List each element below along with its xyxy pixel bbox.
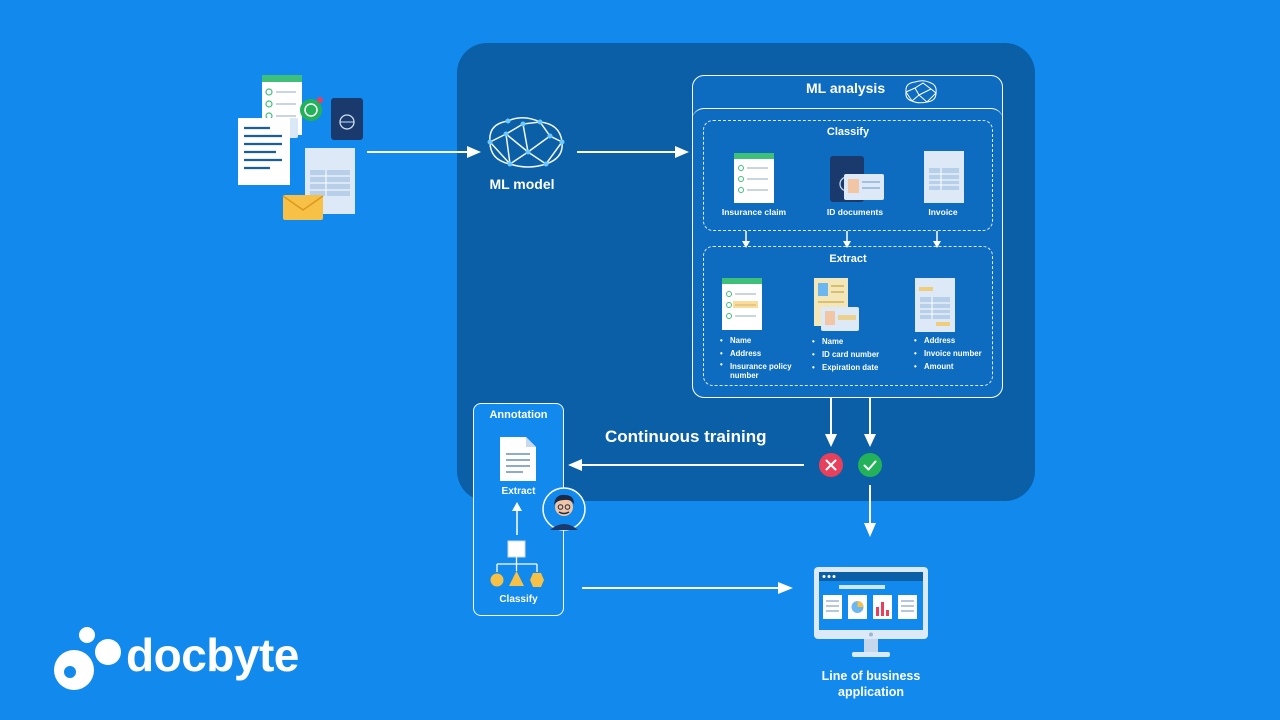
extract-section <box>703 246 993 386</box>
id-documents-icon <box>830 156 884 202</box>
invoice-doc-icon <box>924 151 964 203</box>
arrow-classify-extract-3 <box>933 231 941 248</box>
lob-label-line2: application <box>838 685 904 699</box>
annotation-title: Annotation <box>489 409 548 421</box>
input-documents-icon <box>238 75 363 220</box>
extract-list-insurance: Name Address Insurance policy number <box>720 334 792 380</box>
classify-title: Classify <box>826 126 870 138</box>
lob-label: Line of business application <box>800 668 942 700</box>
ml-analysis-body <box>692 108 1003 398</box>
classify-item-insurance: Insurance claim <box>721 207 787 217</box>
extract-list-id: Name ID card number Expiration date <box>812 335 892 374</box>
extract-field: Insurance policy number <box>720 360 792 380</box>
extract-invoice-doc-icon <box>915 278 955 332</box>
arrow-to-lob <box>864 485 876 537</box>
arrow-classify-extract-2 <box>843 231 851 248</box>
extract-field: Name <box>812 335 892 348</box>
extract-field: Name <box>720 334 792 347</box>
annotator-avatar-icon <box>542 487 586 531</box>
brain-network-icon <box>487 117 565 168</box>
arrow-to-ml-model <box>367 146 481 158</box>
arrow-classify-to-extract <box>512 502 522 535</box>
docbyte-logo-icon <box>54 627 121 690</box>
extract-field: Amount <box>914 360 990 373</box>
classify-section <box>703 120 993 231</box>
extract-id-doc-icon <box>814 278 859 331</box>
arrow-to-ml-analysis <box>577 146 689 158</box>
extract-field: Address <box>720 347 792 360</box>
extract-title: Extract <box>829 253 867 265</box>
extract-field: Address <box>914 334 990 347</box>
insurance-claim-doc-icon <box>734 153 774 203</box>
lob-label-line1: Line of business <box>821 669 921 683</box>
arrow-to-reject <box>825 398 837 447</box>
classify-item-id: ID documents <box>826 207 884 217</box>
arrow-continuous-training <box>568 459 804 471</box>
extract-field: Expiration date <box>812 361 892 374</box>
annotation-classify-label: Classify <box>499 594 538 605</box>
arrow-classify-extract-1 <box>742 231 750 248</box>
extract-insurance-doc-icon <box>722 278 762 330</box>
check-icon <box>858 453 882 477</box>
ml-analysis-title: ML analysis <box>806 80 886 96</box>
docbyte-logo-text: docbyte <box>126 629 299 681</box>
computer-monitor-icon <box>814 567 928 657</box>
x-icon <box>819 453 843 477</box>
arrow-annotation-to-lob <box>582 582 793 594</box>
classification-tree-icon <box>490 540 544 587</box>
annotation-extract-label: Extract <box>501 486 536 497</box>
extract-list-invoice: Address Invoice number Amount <box>914 334 990 373</box>
continuous-training-label: Continuous training <box>605 427 767 446</box>
classify-item-invoice: Invoice <box>928 207 958 217</box>
arrow-to-accept <box>864 398 876 447</box>
brain-small-icon <box>905 80 937 104</box>
extract-field: ID card number <box>812 348 892 361</box>
annotation-doc-icon <box>500 437 536 481</box>
ml-model-label: ML model <box>489 176 555 192</box>
extract-field: Invoice number <box>914 347 990 360</box>
